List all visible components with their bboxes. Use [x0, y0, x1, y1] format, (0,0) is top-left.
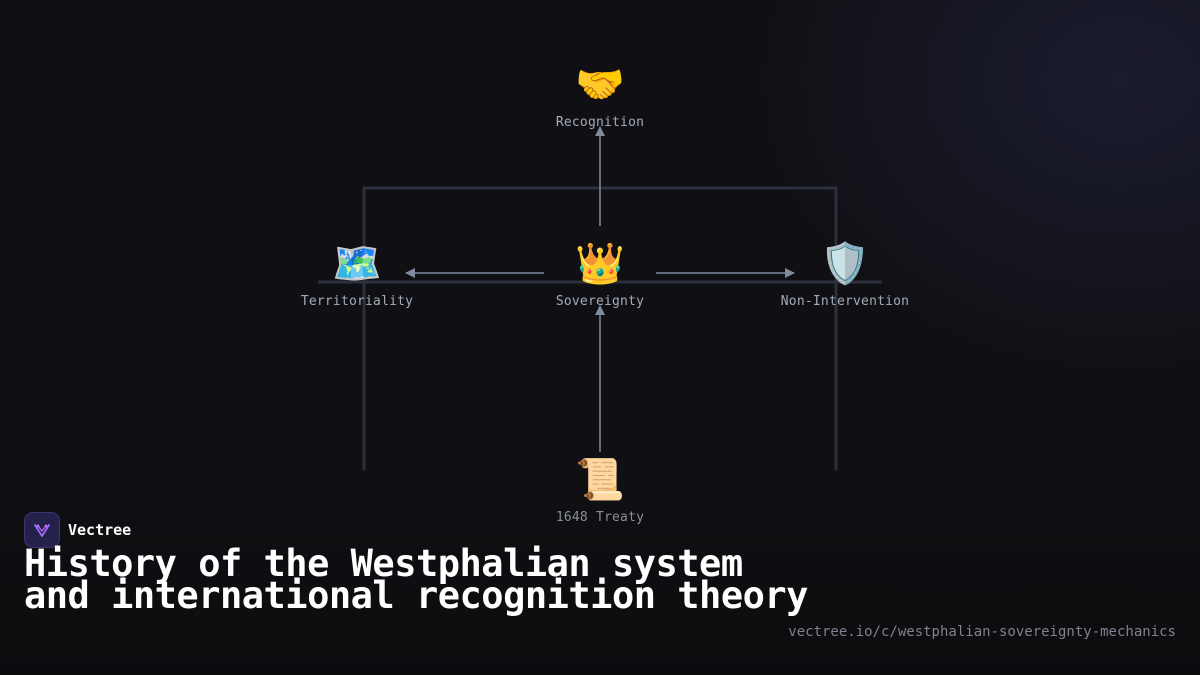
- node-label-recognition: Recognition: [555, 115, 645, 130]
- node-label-sovereignty: Sovereignty: [555, 294, 645, 309]
- node-sovereignty: 👑 Sovereignty: [500, 240, 700, 309]
- node-label-territoriality: Territoriality: [300, 294, 414, 309]
- brand: Vectree: [24, 512, 131, 548]
- vectree-logo-icon: [24, 512, 60, 548]
- node-label-non-intervention: Non-Intervention: [780, 294, 910, 309]
- handshake-icon: 🤝: [575, 62, 625, 108]
- world-map-icon: 🗺️: [332, 241, 382, 287]
- scroll-icon: 📜: [575, 457, 625, 503]
- node-recognition: 🤝 Recognition: [500, 61, 700, 130]
- brand-name: Vectree: [68, 521, 132, 539]
- shield-icon: 🛡️: [820, 241, 870, 287]
- crown-icon: 👑: [575, 241, 625, 287]
- node-non-intervention: 🛡️ Non-Intervention: [745, 240, 945, 309]
- source-url: vectree.io/c/westphalian-sovereignty-mec…: [788, 624, 1176, 640]
- node-label-treaty: 1648 Treaty: [555, 510, 645, 525]
- page-title: History of the Westphalian system and in…: [24, 542, 808, 617]
- node-treaty: 📜 1648 Treaty: [500, 456, 700, 525]
- node-territoriality: 🗺️ Territoriality: [257, 240, 457, 309]
